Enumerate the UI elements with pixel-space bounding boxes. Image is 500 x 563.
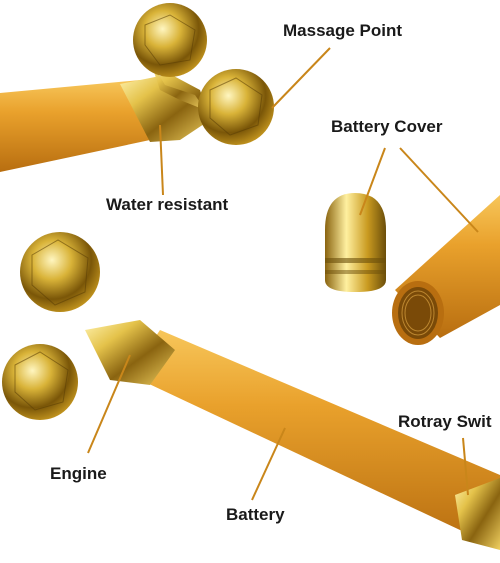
- battery-tube: [392, 195, 500, 345]
- battery-cover-leader-tube: [399, 147, 479, 233]
- battery-cover-cap: [325, 193, 386, 292]
- water-resistant-label: Water resistant: [106, 195, 229, 214]
- massage-point-label: Massage Point: [283, 21, 403, 40]
- battery-leader: [251, 427, 286, 501]
- engine-label: Engine: [50, 464, 107, 483]
- rotary-switch-leader: [462, 437, 469, 496]
- battery-cover-leader-cap: [359, 147, 386, 216]
- top-roller-handle: [0, 74, 210, 172]
- engine-leader: [87, 354, 131, 454]
- massage-point-leader: [271, 47, 331, 109]
- leader-lines: [87, 47, 479, 501]
- bottom-roller-handle: [85, 320, 500, 550]
- battery-cover-label: Battery Cover: [331, 117, 443, 136]
- bottom-roller-balls: [2, 232, 100, 420]
- water-resistant-leader: [159, 124, 164, 196]
- rotary-switch-label: Rotray Swit: [398, 412, 492, 431]
- battery-label: Battery: [226, 505, 285, 524]
- top-roller-balls: [133, 3, 274, 145]
